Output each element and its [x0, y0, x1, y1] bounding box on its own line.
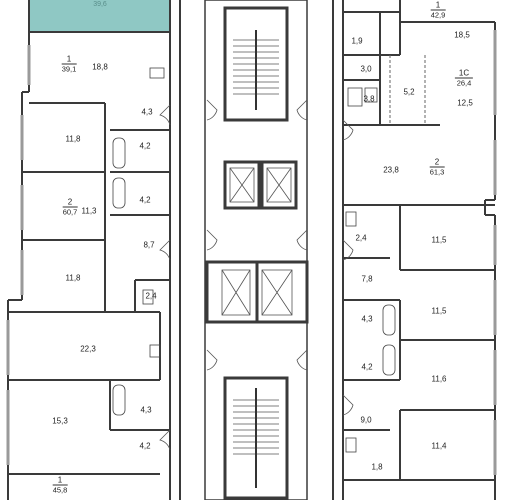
- highlighted-apartment-area: 39,6: [93, 1, 107, 8]
- room-area: 11,8: [65, 273, 81, 283]
- apartment-area: 26,4: [456, 78, 472, 88]
- room-area: 1,8: [371, 462, 383, 472]
- room-area: 15,3: [52, 416, 68, 426]
- room-area: 18,8: [92, 62, 108, 72]
- apartment-rooms: 2: [62, 198, 78, 208]
- room-area: 11,8: [65, 134, 81, 144]
- room-area: 7,8: [361, 274, 373, 284]
- windows: [6, 30, 497, 475]
- elevator-shafts: [221, 167, 293, 316]
- room-area: 4,2: [139, 141, 151, 151]
- apartment-badge[interactable]: 1С 26,4: [454, 69, 474, 88]
- door-swings: [159, 99, 354, 451]
- room-area: 8,7: [143, 240, 155, 250]
- room-area: 4,3: [361, 314, 373, 324]
- room-area: 4,2: [139, 441, 151, 451]
- stairs: [233, 30, 279, 488]
- room-area: 5,2: [403, 87, 415, 97]
- room-area: 4,2: [361, 362, 373, 372]
- apartment-area: 39,1: [61, 64, 77, 74]
- room-area: 4,3: [140, 405, 152, 415]
- apartment-area: 61,3: [429, 167, 445, 177]
- room-area: 11,6: [431, 374, 447, 384]
- bath-fixtures: [112, 67, 396, 453]
- room-area: 11,5: [431, 306, 447, 316]
- apartment-badge[interactable]: 2 60,7: [62, 198, 78, 217]
- room-area: 4,3: [141, 107, 153, 117]
- apartment-area: 42,9: [430, 10, 446, 20]
- room-area: 1,9: [351, 36, 363, 46]
- room-area: 4,2: [139, 195, 151, 205]
- apartment-rooms: 1: [52, 476, 68, 486]
- room-area: 3,0: [360, 64, 372, 74]
- apartment-rooms: 2: [429, 158, 445, 168]
- room-area: 2,4: [355, 233, 367, 243]
- apartment-badge[interactable]: 1 39,1: [61, 55, 77, 74]
- highlighted-apartment[interactable]: [29, 0, 170, 32]
- room-area: 11,4: [431, 441, 447, 451]
- apartment-rooms: 1: [430, 1, 446, 11]
- walls: [7, 0, 496, 500]
- room-area: 11,3: [81, 206, 97, 216]
- apartment-area: 45,8: [52, 485, 68, 495]
- room-area: 3,8: [363, 94, 375, 104]
- room-area: 18,5: [454, 30, 470, 40]
- dashed-partitions: [389, 55, 426, 125]
- apartment-badge[interactable]: 1 42,9: [430, 1, 446, 20]
- apartment-badge[interactable]: 1 45,8: [52, 476, 68, 495]
- apartment-area: 60,7: [62, 207, 78, 217]
- room-area: 23,8: [383, 165, 399, 175]
- room-area: 22,3: [80, 344, 96, 354]
- apartment-badge[interactable]: 2 61,3: [429, 158, 445, 177]
- room-area: 12,5: [457, 98, 473, 108]
- apartment-rooms: 1С: [454, 69, 474, 79]
- room-area: 11,5: [431, 235, 447, 245]
- room-area: 9,0: [360, 415, 372, 425]
- apartment-rooms: 1: [61, 55, 77, 65]
- room-area: 2,4: [145, 291, 157, 301]
